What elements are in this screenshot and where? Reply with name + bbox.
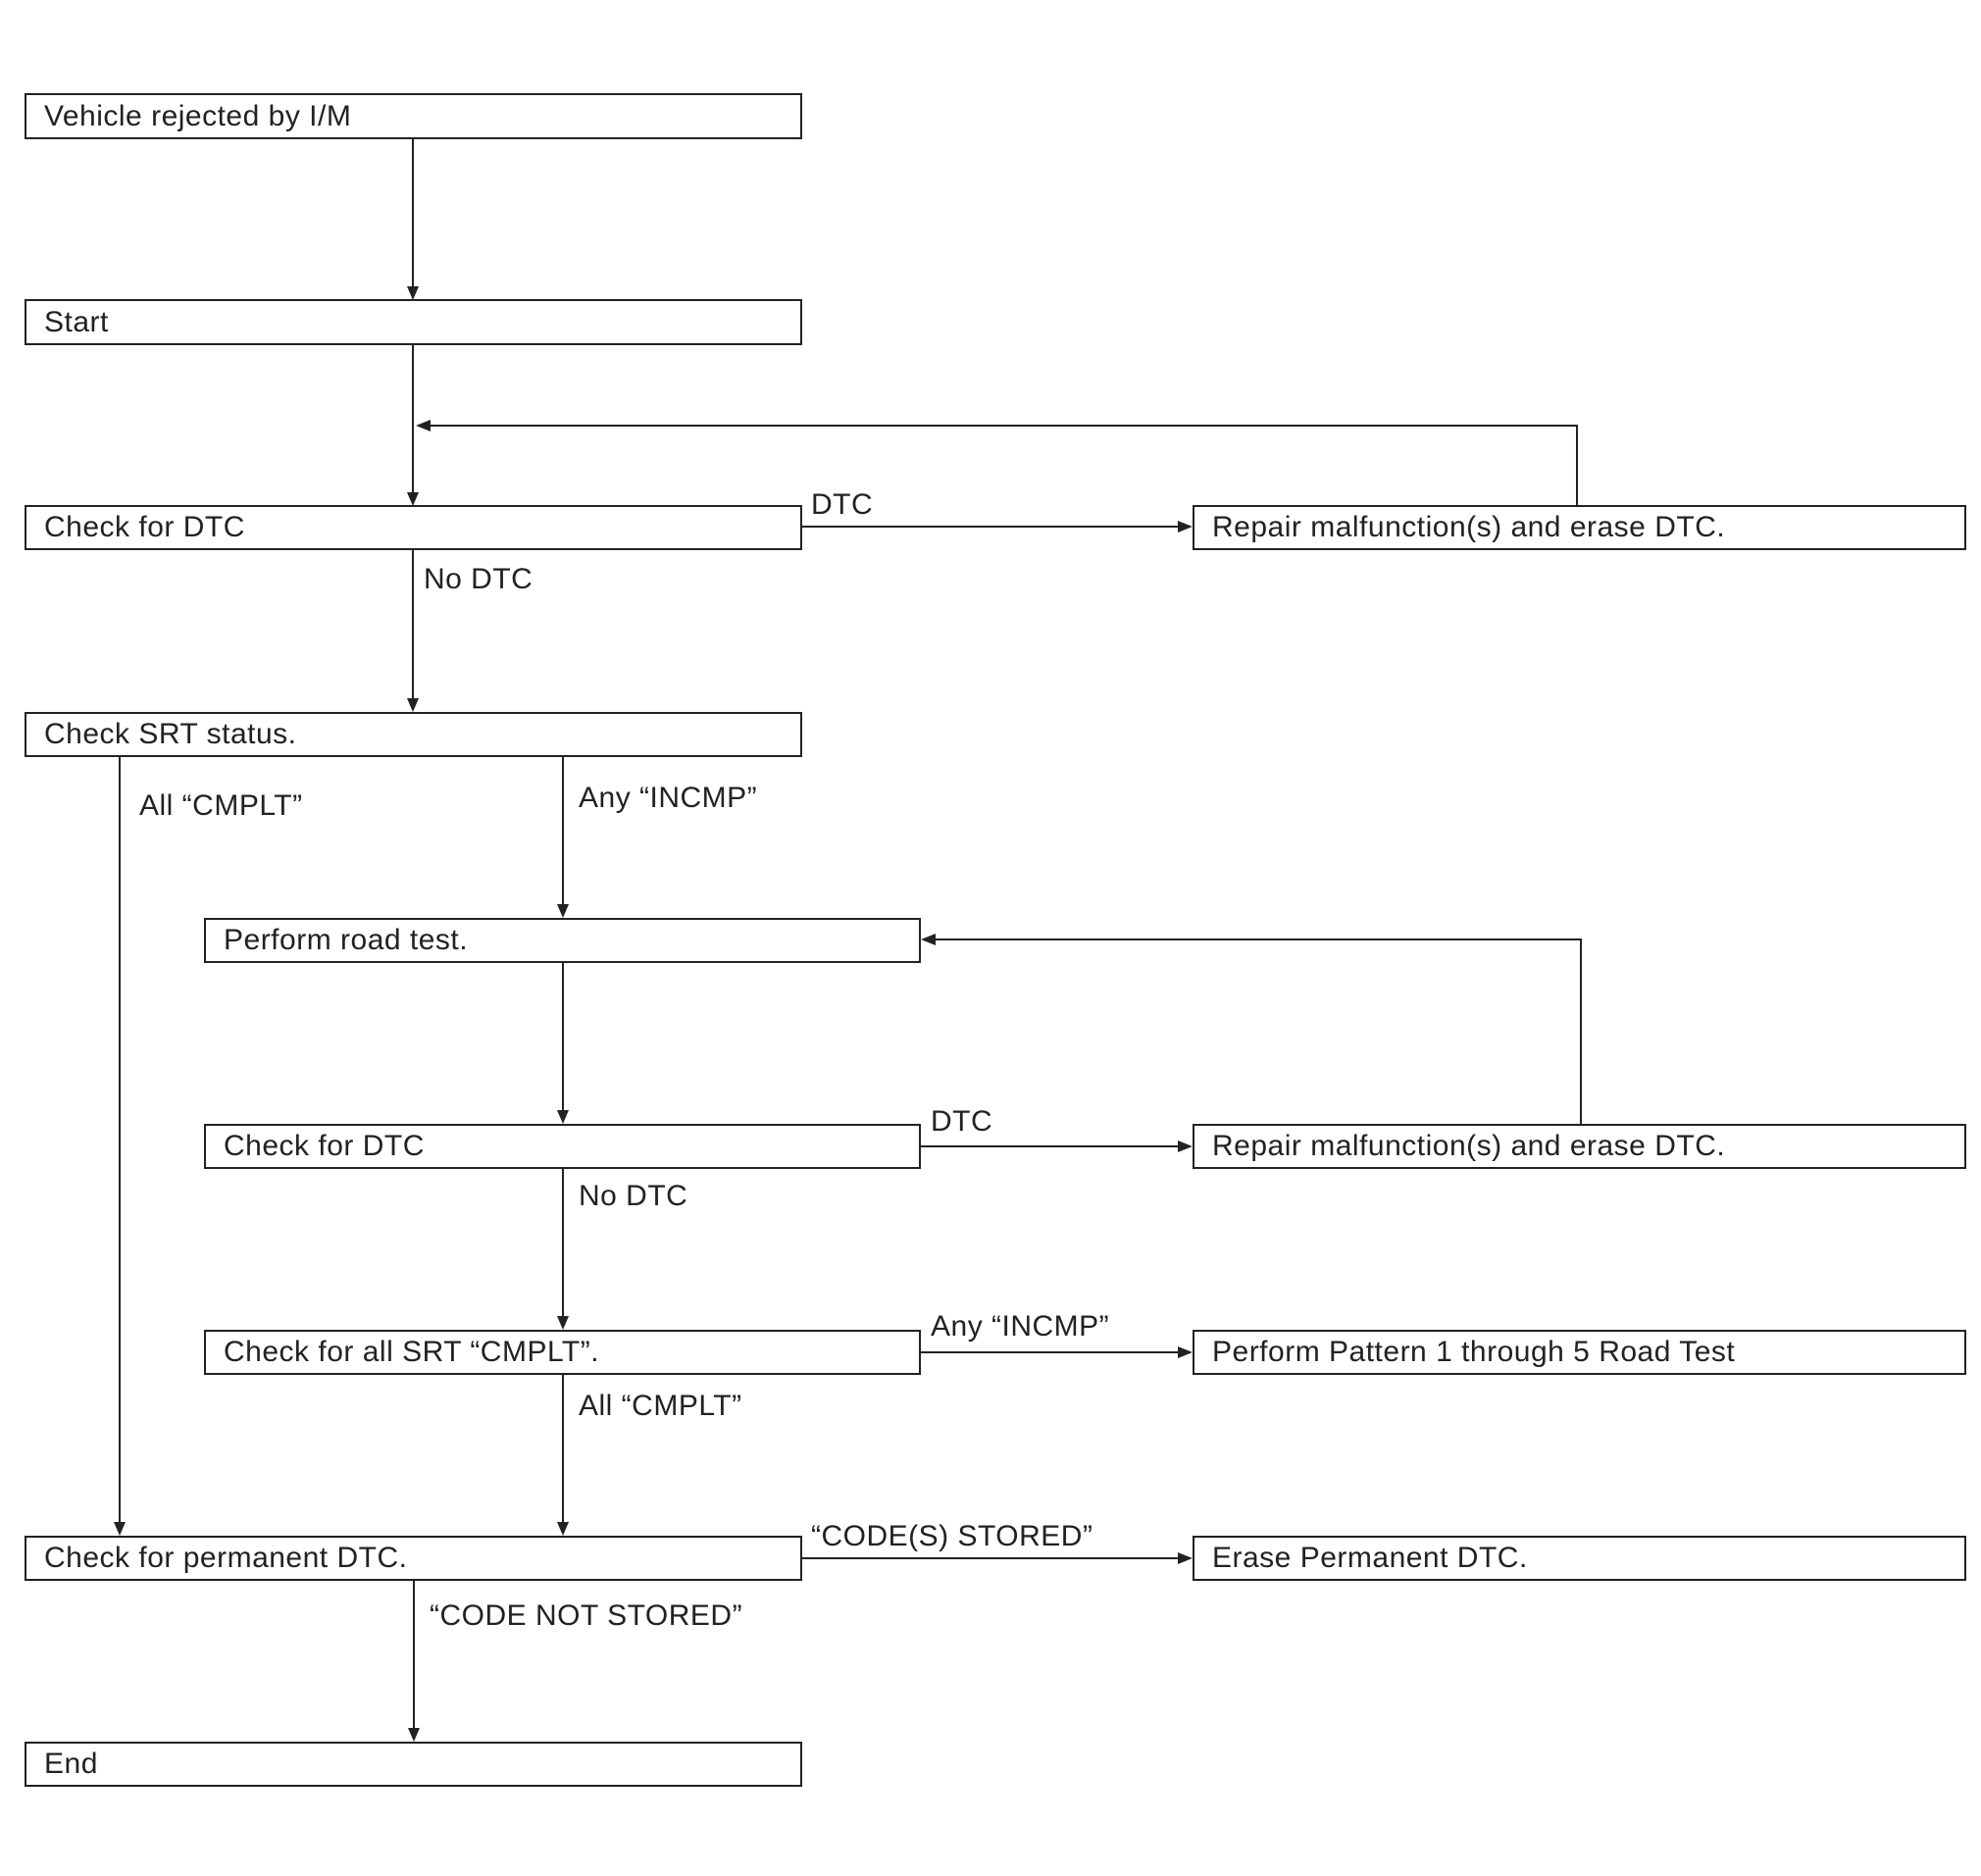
node-label: Check SRT status. — [44, 718, 297, 750]
edge-label-no-dtc-1: No DTC — [424, 563, 533, 595]
node-end: End — [25, 1742, 802, 1787]
edge-label-all-cmplt-1: All “CMPLT” — [139, 789, 303, 822]
edge-label-any-incmp-1: Any “INCMP” — [579, 782, 758, 814]
edge-label-no-dtc-2: No DTC — [579, 1180, 688, 1212]
edge-label-dtc-1: DTC — [811, 488, 874, 521]
node-label: Perform road test. — [224, 924, 469, 956]
node-check-dtc-2: Check for DTC — [204, 1124, 921, 1169]
node-pattern-test: Perform Pattern 1 through 5 Road Test — [1193, 1330, 1966, 1375]
edge-label-dtc-2: DTC — [931, 1105, 993, 1138]
node-label: Check for permanent DTC. — [44, 1542, 408, 1574]
node-check-dtc-1: Check for DTC — [25, 505, 802, 550]
node-label: Check for DTC — [224, 1130, 425, 1162]
edge-label-any-incmp-2: Any “INCMP” — [931, 1310, 1110, 1343]
node-check-permanent: Check for permanent DTC. — [25, 1536, 802, 1581]
node-erase-permanent: Erase Permanent DTC. — [1193, 1536, 1966, 1581]
node-label: Repair malfunction(s) and erase DTC. — [1212, 1130, 1726, 1162]
node-start: Start — [25, 299, 802, 345]
node-check-all-srt: Check for all SRT “CMPLT”. — [204, 1330, 921, 1375]
node-repair-2: Repair malfunction(s) and erase DTC. — [1193, 1124, 1966, 1169]
edge-label-codes-stored: “CODE(S) STORED” — [811, 1520, 1093, 1552]
edge-label-all-cmplt-2: All “CMPLT” — [579, 1390, 742, 1422]
node-road-test: Perform road test. — [204, 918, 921, 963]
node-label: Check for DTC — [44, 511, 245, 543]
node-label: End — [44, 1748, 98, 1780]
node-label: Vehicle rejected by I/M — [44, 99, 352, 132]
node-label: Erase Permanent DTC. — [1212, 1542, 1528, 1574]
node-label: Perform Pattern 1 through 5 Road Test — [1212, 1336, 1736, 1368]
node-repair-1: Repair malfunction(s) and erase DTC. — [1193, 505, 1966, 550]
node-label: Repair malfunction(s) and erase DTC. — [1212, 511, 1726, 543]
node-label: Check for all SRT “CMPLT”. — [224, 1336, 600, 1368]
node-check-srt: Check SRT status. — [25, 712, 802, 757]
edge-label-code-not-stored: “CODE NOT STORED” — [430, 1599, 743, 1632]
node-label: Start — [44, 305, 109, 338]
node-vehicle-rejected: Vehicle rejected by I/M — [25, 93, 802, 139]
